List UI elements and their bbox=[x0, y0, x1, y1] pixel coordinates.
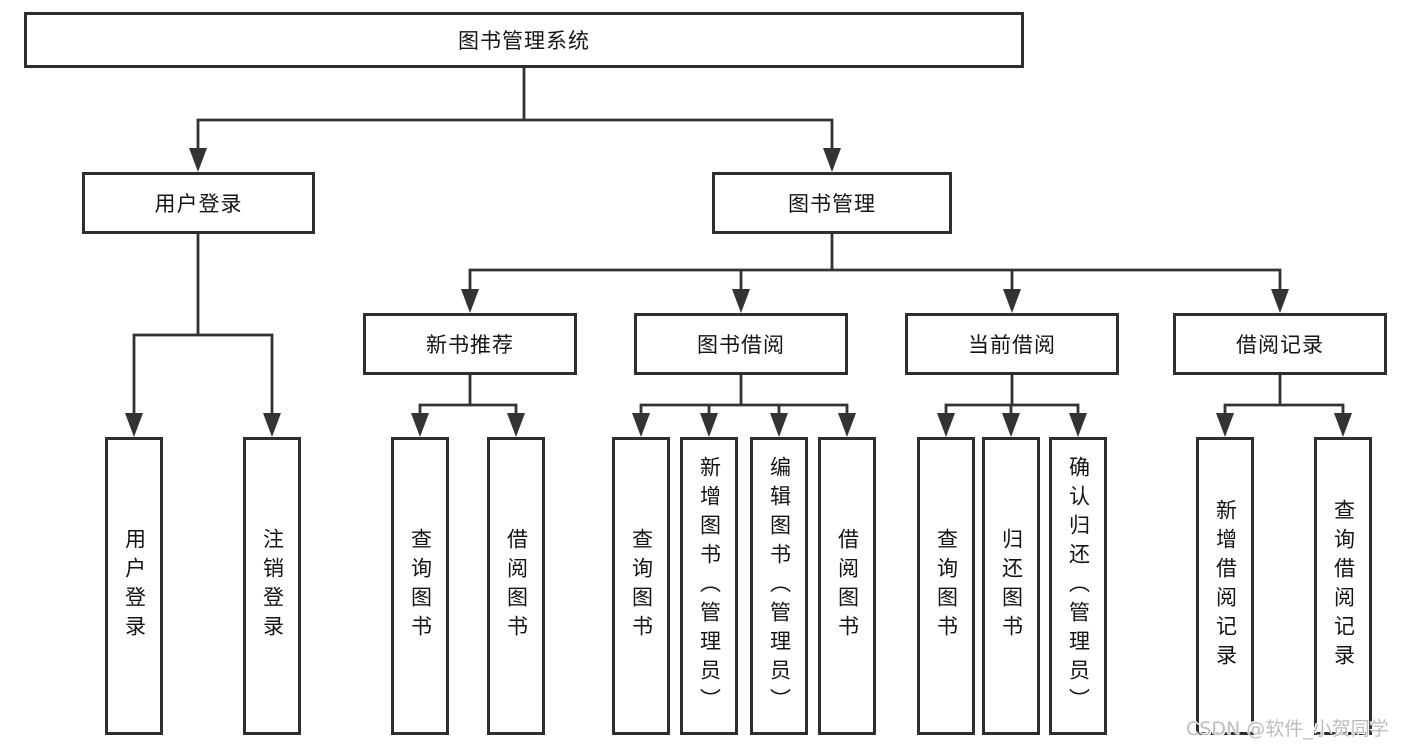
leaf-borrow-books-recommend: 借阅图书 bbox=[487, 437, 545, 735]
leaf-user-login: 用户登录 bbox=[105, 437, 163, 735]
leaf-label: 确认归还（管理员） bbox=[1066, 455, 1091, 717]
node-current-borrowing: 当前借阅 bbox=[905, 313, 1119, 375]
leaf-label: 借阅图书 bbox=[835, 528, 860, 644]
leaf-label: 查询图书 bbox=[934, 528, 959, 644]
leaf-query-borrow-record: 查询借阅记录 bbox=[1314, 437, 1372, 735]
leaf-label: 查询图书 bbox=[629, 528, 654, 644]
node-borrowing-records: 借阅记录 bbox=[1173, 313, 1387, 375]
node-label: 借阅记录 bbox=[1236, 333, 1324, 357]
leaf-label: 归还图书 bbox=[999, 528, 1024, 644]
leaf-label: 注销登录 bbox=[260, 528, 285, 644]
leaf-add-books-admin: 新增图书（管理员） bbox=[680, 437, 738, 735]
node-label: 新书推荐 bbox=[426, 333, 514, 357]
leaf-add-borrow-record: 新增借阅记录 bbox=[1196, 437, 1254, 735]
node-new-book-recommendation: 新书推荐 bbox=[363, 313, 577, 375]
leaf-edit-books-admin: 编辑图书（管理员） bbox=[750, 437, 808, 735]
node-user-login-branch: 用户登录 bbox=[82, 172, 315, 234]
leaf-query-books-borrowing: 查询图书 bbox=[612, 437, 670, 735]
leaf-label: 查询图书 bbox=[408, 528, 433, 644]
leaf-label: 查询借阅记录 bbox=[1331, 499, 1356, 673]
node-label: 当前借阅 bbox=[968, 333, 1056, 357]
csdn-watermark: CSDN @软件_小贺同学 bbox=[1186, 718, 1389, 740]
node-root-system: 图书管理系统 bbox=[24, 12, 1024, 68]
node-label: 用户登录 bbox=[154, 192, 243, 216]
leaf-label: 借阅图书 bbox=[504, 528, 529, 644]
leaf-borrow-books-borrowing: 借阅图书 bbox=[818, 437, 876, 735]
leaf-label: 新增图书（管理员） bbox=[697, 455, 722, 717]
leaf-query-books-current: 查询图书 bbox=[917, 437, 975, 735]
node-book-management-branch: 图书管理 bbox=[712, 172, 952, 234]
leaf-query-books-recommend: 查询图书 bbox=[391, 437, 449, 735]
node-label: 图书管理系统 bbox=[458, 29, 590, 53]
leaf-label: 编辑图书（管理员） bbox=[767, 455, 792, 717]
leaf-confirm-return-admin: 确认归还（管理员） bbox=[1049, 437, 1107, 735]
leaf-return-books: 归还图书 bbox=[982, 437, 1040, 735]
node-book-borrowing: 图书借阅 bbox=[634, 313, 848, 375]
node-label: 图书借阅 bbox=[697, 333, 785, 357]
node-label: 图书管理 bbox=[788, 192, 876, 216]
leaf-logout: 注销登录 bbox=[243, 437, 301, 735]
leaf-label: 用户登录 bbox=[122, 528, 147, 644]
leaf-label: 新增借阅记录 bbox=[1213, 499, 1238, 673]
